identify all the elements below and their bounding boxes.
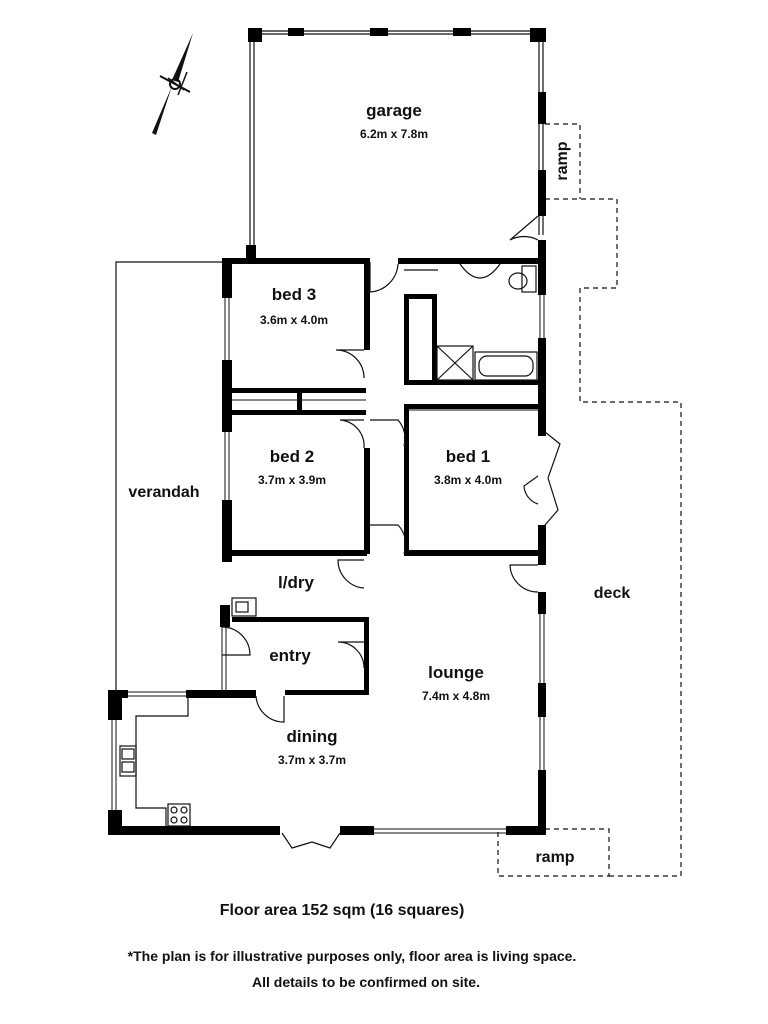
dining-dims: 3.7m x 3.7m — [278, 753, 346, 767]
bed2-label: bed 2 — [270, 447, 314, 466]
door-swings — [221, 215, 561, 849]
cooktop-icon — [167, 803, 191, 827]
dining-label: dining — [287, 727, 338, 746]
disclaimer-line-1: *The plan is for illustrative purposes o… — [127, 948, 577, 964]
windows — [111, 295, 545, 834]
bed1-dims: 3.8m x 4.0m — [434, 473, 502, 487]
deck-outline — [497, 123, 682, 877]
verandah-outline — [115, 261, 222, 692]
floor-area-text: Floor area 152 sqm (16 squares) — [219, 902, 465, 919]
bathroom-fixtures — [404, 263, 538, 381]
ramp-bottom-label: ramp — [535, 849, 574, 866]
laundry-label: l/dry — [278, 573, 314, 592]
kitchen-bench — [119, 698, 189, 826]
ramp-top-label: ramp — [554, 141, 571, 180]
deck-label: deck — [594, 585, 631, 602]
walls — [108, 28, 546, 835]
disclaimer-line-2: All details to be confirmed on site. — [252, 974, 480, 990]
bed3-dims: 3.6m x 4.0m — [260, 313, 328, 327]
garage-label: garage — [366, 101, 422, 120]
verandah-label: verandah — [128, 484, 199, 501]
north-arrow-icon — [152, 33, 193, 135]
garage-dims: 6.2m x 7.8m — [360, 127, 428, 141]
room-labels: garage 6.2m x 7.8m bed 3 3.6m x 4.0m bed… — [128, 101, 630, 866]
laundry-tub-icon — [231, 597, 257, 617]
lounge-label: lounge — [428, 663, 484, 682]
entry-label: entry — [269, 646, 311, 665]
bed3-label: bed 3 — [272, 285, 316, 304]
floor-plan: garage 6.2m x 7.8m bed 3 3.6m x 4.0m bed… — [108, 28, 682, 877]
bed1-label: bed 1 — [446, 447, 490, 466]
lounge-dims: 7.4m x 4.8m — [422, 689, 490, 703]
bed2-dims: 3.7m x 3.9m — [258, 473, 326, 487]
